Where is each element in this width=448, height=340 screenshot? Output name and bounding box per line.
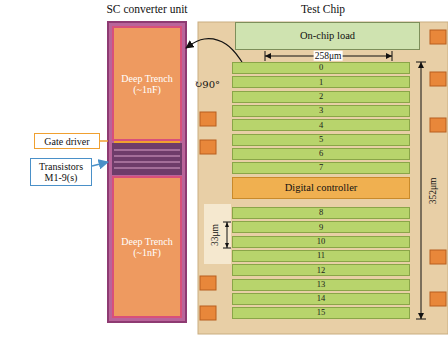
converter-unit: 14	[232, 293, 410, 305]
converter-unit: 13	[232, 279, 410, 291]
node-text: 8	[319, 208, 323, 217]
node-text: 1	[319, 78, 323, 87]
node-text: 6	[319, 149, 323, 158]
converter-unit: 8	[232, 207, 410, 219]
dimension-label: 258μm	[314, 51, 343, 61]
node-text: 3	[319, 106, 323, 115]
node-text: 4	[319, 121, 323, 130]
converter-unit: 5	[232, 134, 410, 146]
panel-title: Test Chip	[301, 3, 345, 16]
node-text: 7	[319, 163, 323, 172]
pitch-dimension	[223, 222, 231, 248]
dimension-label: 352μm	[428, 177, 438, 206]
height-dimension	[416, 62, 426, 319]
callout-box: Transistors M1-9(s)	[30, 158, 92, 186]
node-text: 14	[317, 294, 326, 303]
converter-unit: 12	[232, 264, 410, 276]
converter-unit: 9	[232, 221, 410, 233]
transistor-fingers	[114, 150, 180, 168]
converter-unit: 7	[232, 162, 410, 174]
node-text: 12	[317, 266, 326, 275]
node-text: 10	[317, 237, 326, 246]
node-text: Digital controller	[285, 182, 358, 194]
bond-pads	[200, 30, 446, 320]
node-text: Gate driver	[44, 136, 89, 147]
node-text: On-chip load	[300, 30, 355, 42]
converter-unit-panel: SC converter unitDeep Trench (~1nF)Deep …	[108, 22, 186, 322]
node-text: 5	[319, 135, 323, 144]
converter-unit: 15	[232, 307, 410, 319]
node-text: 11	[317, 251, 325, 260]
converter-unit: 1	[232, 76, 410, 88]
node-text: 0	[319, 63, 323, 72]
node-text: 13	[317, 280, 326, 289]
leader-line	[100, 140, 108, 142]
node-text: Deep Trench (~1nF)	[116, 73, 178, 95]
leader-arrow	[92, 162, 108, 166]
test-chip-die	[198, 22, 448, 334]
load-block: On-chip load	[235, 22, 420, 50]
dimension-label: 33μm	[210, 223, 220, 247]
test-chip-panel: Test ChipOn-chip load01234567Digital con…	[198, 22, 448, 334]
converter-unit: 0	[232, 62, 410, 74]
node-text: 15	[317, 308, 326, 317]
rotation-arrow	[186, 39, 242, 62]
converter-unit: 6	[232, 148, 410, 160]
deep-trench-region: Deep Trench (~1nF)	[112, 176, 182, 318]
converter-unit: 10	[232, 236, 410, 248]
converter-unit: 11	[232, 250, 410, 262]
rotation-label: ↻90°	[194, 79, 220, 90]
callout-box: Gate driver	[34, 133, 100, 149]
panel-title: SC converter unit	[106, 3, 187, 16]
node-text: 2	[319, 92, 323, 101]
converter-unit: 3	[232, 105, 410, 117]
node-text: 9	[319, 223, 323, 232]
node-text: Transistors M1-9(s)	[34, 161, 88, 183]
converter-unit: 2	[232, 91, 410, 103]
transistor-strip	[112, 143, 182, 175]
converter-die	[108, 22, 186, 322]
controller-block: Digital controller	[232, 177, 410, 199]
width-dimension	[265, 51, 392, 61]
converter-unit: 4	[232, 119, 410, 131]
node-text: Deep Trench (~1nF)	[116, 236, 178, 258]
highlight-region	[204, 204, 231, 264]
deep-trench-region: Deep Trench (~1nF)	[112, 26, 182, 141]
